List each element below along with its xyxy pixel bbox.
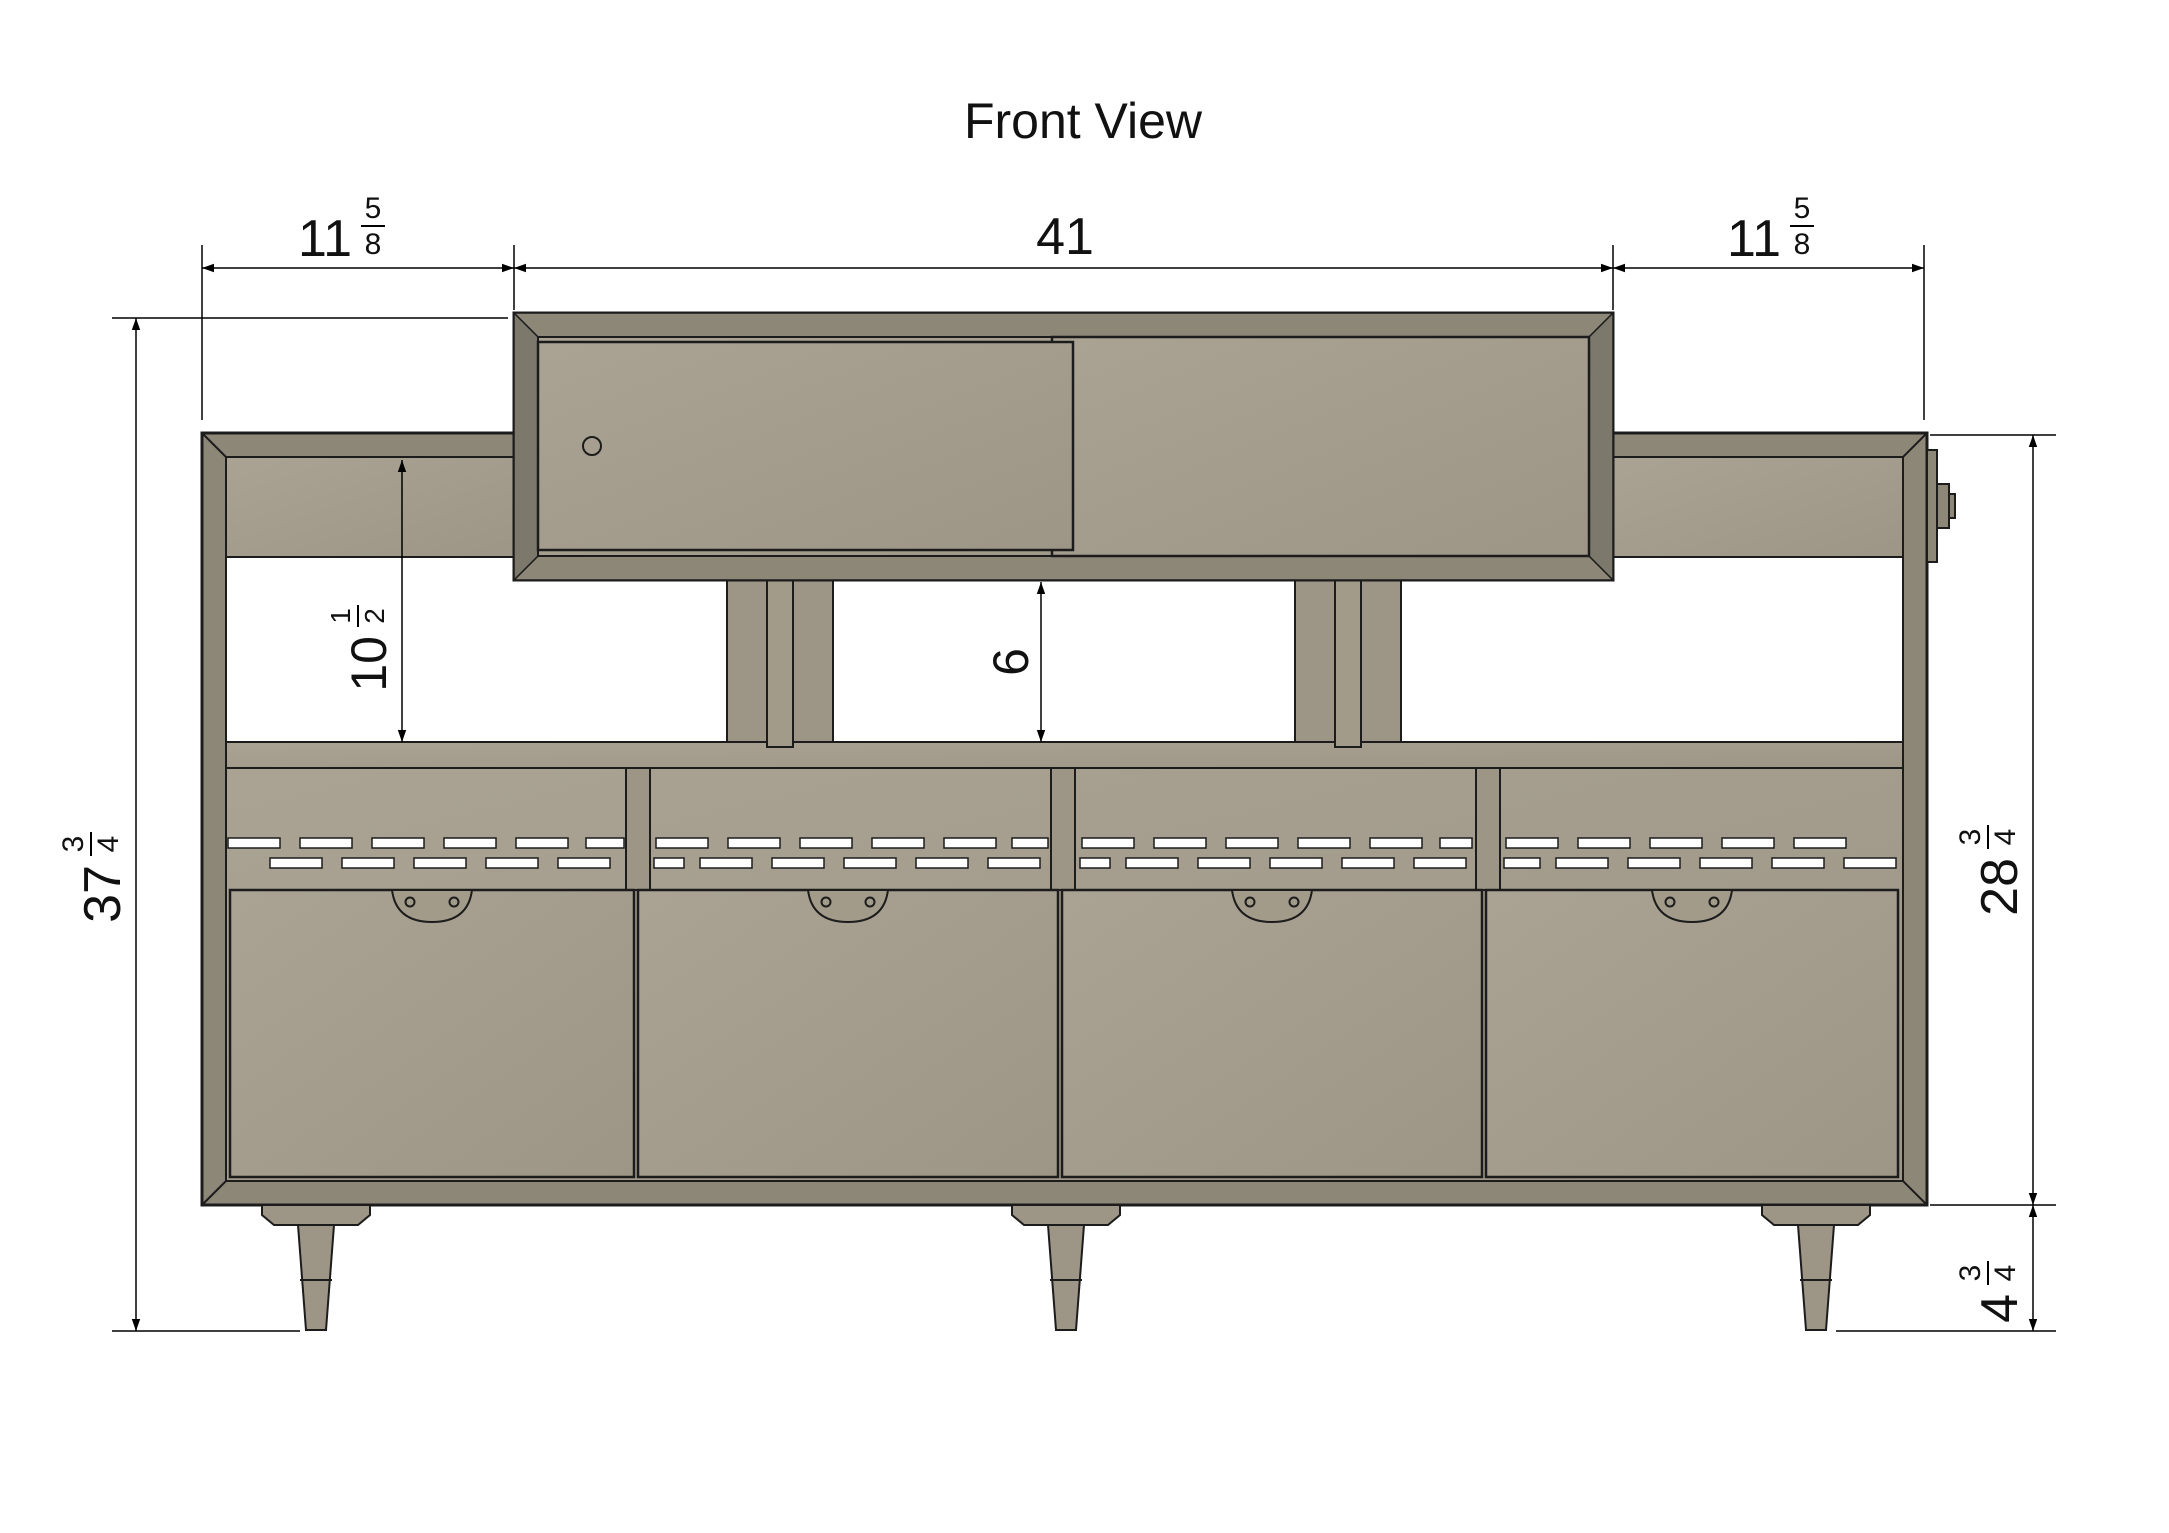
svg-text:10: 10	[341, 636, 397, 692]
svg-text:5: 5	[365, 192, 382, 225]
svg-text:3: 3	[1954, 1265, 1987, 1282]
dim-left-width: 11 5 8	[298, 192, 385, 268]
svg-text:8: 8	[365, 228, 382, 261]
svg-text:28: 28	[1971, 858, 2029, 916]
dim-total-height: 37 3 4	[57, 832, 132, 923]
dim-right-width: 11 5 8	[1727, 192, 1814, 268]
middle-shelf	[225, 741, 1904, 769]
vent-slots	[227, 837, 1897, 869]
dim-center-width: 41	[1036, 208, 1094, 266]
drawer-fronts	[228, 888, 1900, 1179]
svg-text:6: 6	[983, 648, 1039, 676]
svg-text:4: 4	[1989, 1265, 2022, 1282]
drawer-pull-4	[1650, 889, 1734, 924]
drawer-1[interactable]	[228, 888, 636, 1179]
svg-text:3: 3	[1954, 829, 1987, 846]
dim-shelf-height: 10 1 2	[325, 605, 397, 692]
drawer-pull-2	[806, 889, 890, 924]
door-knob[interactable]	[582, 436, 602, 456]
dim-leg-height: 4 3 4	[1954, 1261, 2029, 1323]
svg-text:4: 4	[1989, 829, 2022, 846]
svg-text:3: 3	[57, 836, 90, 853]
riser-box	[512, 311, 1615, 582]
svg-text:4: 4	[92, 836, 125, 853]
drawing-title: Front View	[964, 93, 1203, 149]
svg-text:1: 1	[325, 608, 356, 624]
svg-text:8: 8	[1794, 228, 1811, 261]
svg-text:37: 37	[74, 865, 132, 923]
svg-text:2: 2	[359, 608, 390, 624]
drawer-pull-1	[390, 889, 474, 924]
svg-text:41: 41	[1036, 208, 1094, 266]
svg-text:11: 11	[1727, 210, 1781, 268]
side-knob	[1926, 449, 1956, 563]
drawer-pull-3	[1230, 889, 1314, 924]
drawer-3[interactable]	[1060, 888, 1484, 1179]
riser-supports	[726, 579, 1402, 748]
svg-text:5: 5	[1794, 192, 1811, 225]
dim-riser-gap: 6	[983, 648, 1039, 676]
svg-text:11: 11	[298, 210, 352, 268]
top-left-rail	[225, 456, 517, 558]
leg-center	[1011, 1204, 1121, 1331]
drawer-2[interactable]	[636, 888, 1060, 1179]
svg-text:4: 4	[1971, 1294, 2029, 1323]
sliding-door-right[interactable]	[1050, 335, 1591, 558]
drawer-4[interactable]	[1484, 888, 1900, 1179]
drawer-pulls	[390, 889, 1734, 924]
leg-left	[261, 1204, 371, 1331]
sliding-door-left[interactable]	[536, 340, 1075, 552]
leg-right	[1761, 1204, 1871, 1331]
legs	[261, 1204, 1871, 1331]
dim-body-height: 28 3 4	[1954, 825, 2029, 916]
dimension-lines	[112, 245, 2056, 1332]
top-right-rail	[1612, 456, 1904, 558]
